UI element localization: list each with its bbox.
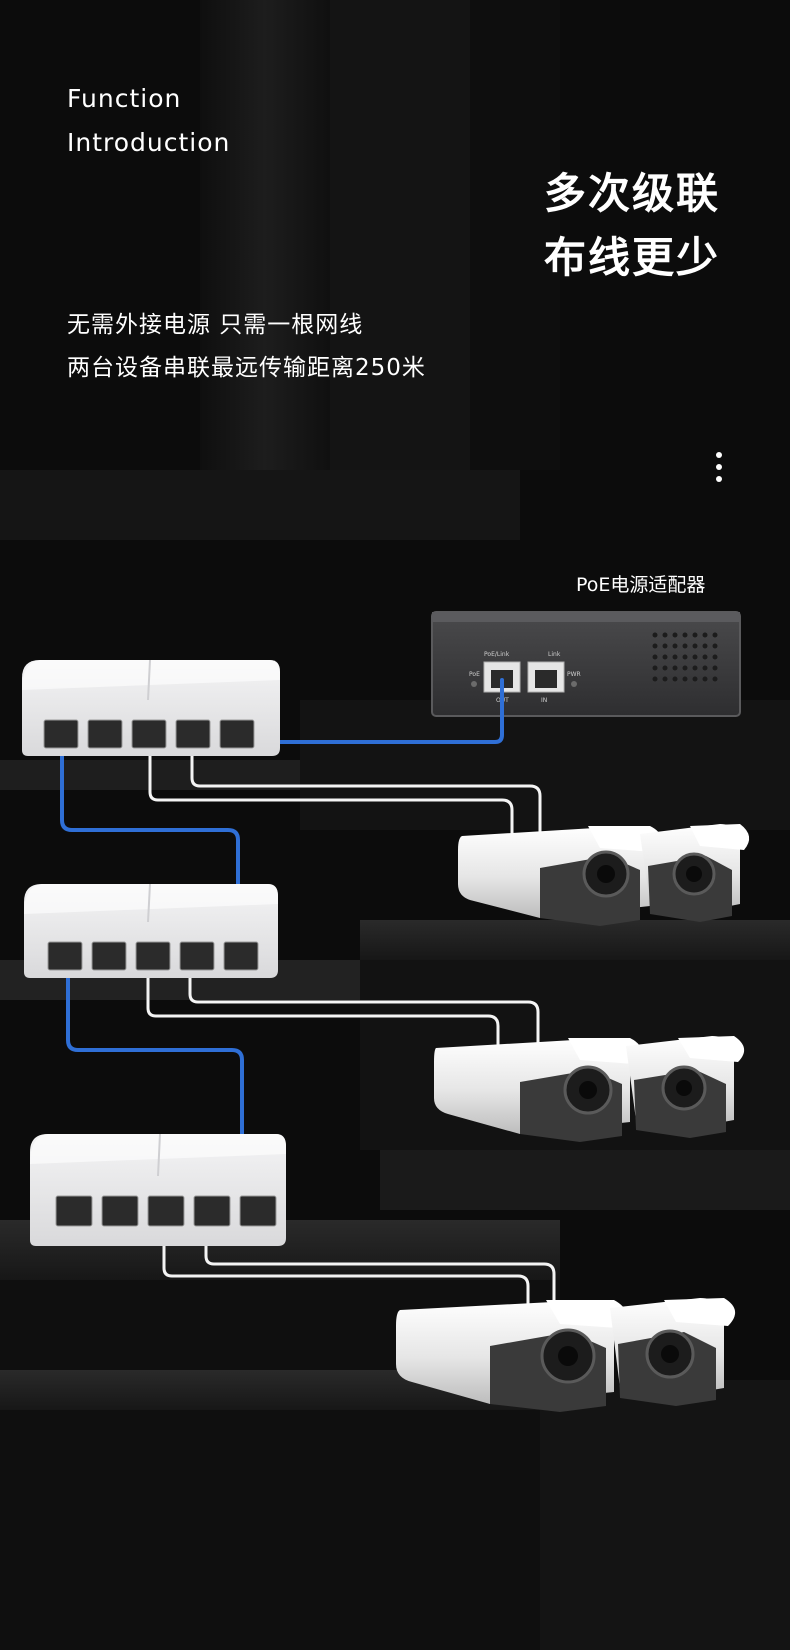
adapter-label-in: IN: [541, 697, 547, 704]
headline-line-1: 多次级联: [544, 169, 721, 218]
adapter-label-poe: PoE: [469, 671, 480, 678]
ellipsis-dot: [716, 464, 722, 470]
camera-2b: [626, 1036, 745, 1138]
headline-line-2: 布线更少: [544, 233, 721, 282]
intro-title-line-1: Function: [67, 84, 182, 113]
camera-3a: [396, 1300, 627, 1412]
poe-adapter: PoE/Link Link PoE PWR OUT IN: [431, 611, 741, 717]
switch-1: [22, 659, 280, 756]
poe-adapter-label: PoE电源适配器: [576, 574, 706, 596]
camera-3b: [610, 1298, 736, 1406]
intro-title-line-2: Introduction: [67, 128, 231, 157]
camera-2a: [434, 1038, 642, 1142]
adapter-label-pwr: PWR: [567, 671, 581, 678]
camera-pair-3: [396, 1298, 736, 1412]
white-camera-cables: [146, 750, 556, 1320]
camera-1a: [458, 826, 662, 926]
camera-pair-1: [458, 824, 750, 926]
description-line-2: 两台设备串联最远传输距离250米: [67, 355, 426, 381]
camera-pair-2: [434, 1036, 745, 1142]
vertical-ellipsis-icon[interactable]: [712, 452, 726, 488]
blue-uplink-cables: [60, 678, 504, 1204]
switch-3: [30, 1133, 286, 1246]
ellipsis-dot: [716, 452, 722, 458]
adapter-label-link: Link: [548, 651, 561, 658]
switch-2: [24, 883, 278, 978]
camera-1b: [640, 824, 750, 922]
tower-middle: [330, 0, 470, 490]
adapter-label-poe-link: PoE/Link: [484, 651, 510, 658]
description-line-1: 无需外接电源 只需一根网线: [67, 312, 364, 338]
tower-right: [470, 0, 560, 470]
ellipsis-dot: [716, 476, 722, 482]
tower-left: [200, 0, 330, 500]
adapter-vent-grille: [652, 632, 718, 682]
